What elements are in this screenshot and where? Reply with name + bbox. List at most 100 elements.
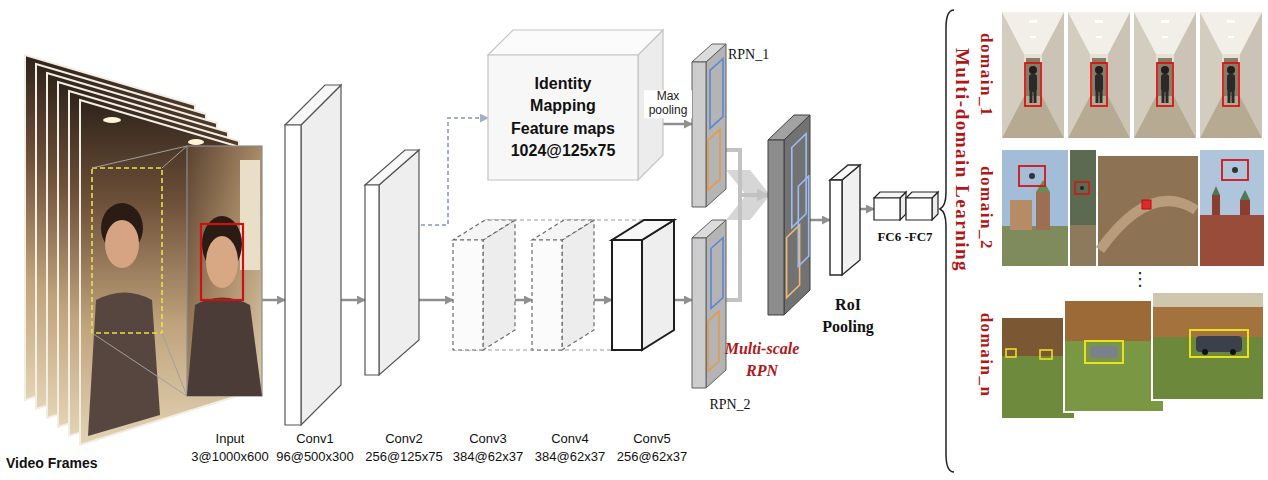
domain-photo-strip: [1068, 12, 1130, 138]
node-text: domain_n: [976, 313, 996, 398]
rpn-map-shape: [692, 238, 706, 388]
video-frame-stack: [188, 139, 204, 145]
domain-photo-strip: [1200, 215, 1264, 266]
layer-caption: Multi-scale RPN: [716, 338, 808, 381]
domain-photo-strip: [1098, 156, 1198, 266]
domain-photo-strip: [1002, 292, 1264, 418]
input-frame-photo: [201, 224, 243, 300]
shape-face: [285, 85, 341, 125]
shape-face: [285, 125, 301, 425]
video-frame-stack: [105, 220, 139, 268]
node-text: 96@500x300: [276, 448, 354, 466]
shape-face: [562, 220, 594, 350]
conv-layer: Conv196@500x300: [285, 125, 301, 425]
shape-face: [692, 238, 706, 388]
node-text: RoI Pooling: [812, 294, 884, 337]
domain-photo-strip: [1202, 349, 1208, 355]
fc-layers-shape: [874, 198, 932, 220]
edge-label: Max pooling: [644, 90, 692, 118]
input-frame: Input3@1000x600: [187, 146, 262, 396]
layer-caption: RPN_2: [709, 396, 750, 415]
domain-photo-strip: [1240, 200, 1250, 215]
conv-layer-shape: [285, 125, 301, 425]
domain-photo-strip: [1212, 195, 1220, 215]
shape-face: [365, 150, 419, 185]
shape-face: [453, 240, 483, 350]
shape-face: [532, 220, 594, 240]
continuation-dots: ⋮: [1131, 268, 1149, 290]
input-frame-photo: [187, 146, 262, 396]
domain-label: domain_2: [976, 166, 996, 250]
input-frame-photo: [187, 146, 262, 396]
domain-photo-strip: [1070, 225, 1096, 266]
box-text: Identity Mapping Feature maps 1024@125x7…: [488, 55, 638, 180]
layer-caption: Conv196@500x300: [276, 430, 354, 465]
layer-caption: RPN_1: [728, 46, 769, 65]
shape-face: [379, 150, 419, 375]
curly-brace: [940, 10, 954, 472]
shape-face: [784, 115, 810, 315]
domain-photo-strip: [1090, 346, 1118, 358]
domain-photo-strip: [1222, 160, 1248, 180]
rpn-map: RPN_1: [692, 62, 706, 207]
conv-layer-shape: [453, 240, 483, 350]
layer-caption: FC6 -FC7: [877, 228, 932, 246]
node-text: RPN_2: [709, 396, 750, 415]
domain-photo-strip: [1010, 200, 1032, 230]
shape-face: [711, 238, 723, 309]
domain-label: domain_n: [976, 313, 996, 398]
node-text: Conv5: [617, 430, 687, 448]
curly-brace: [940, 10, 954, 472]
domain-examples: domain_n: [1002, 292, 1264, 418]
node-text: domain_2: [976, 166, 996, 250]
layer-caption: RoI Pooling: [812, 294, 884, 337]
shape-face: [692, 44, 726, 62]
domain-photo-strip: [1142, 200, 1151, 209]
conv-layer-shape: [532, 240, 562, 350]
node-text: Multi-scale RPN: [716, 338, 808, 381]
conv-layer: Conv4384@62x37: [532, 240, 562, 350]
domain-examples: domain_2: [1002, 150, 1264, 266]
conv-layer-shape: [365, 185, 379, 375]
video-frame-stack: [88, 293, 160, 437]
domain-photo-strip: [1029, 173, 1035, 179]
domain-photo-strip: [1036, 192, 1050, 230]
node-text: Conv1: [276, 430, 354, 448]
domain-photo-strip: [1230, 349, 1236, 355]
node-text: 384@62x37: [453, 448, 523, 466]
node-text: Identity Mapping Feature maps 1024@125x7…: [506, 73, 620, 163]
bracket-label: Multi-domain Learning: [951, 48, 974, 272]
node-text: domain_1: [976, 33, 996, 117]
domain-photo-strip: [1085, 341, 1123, 363]
node-text: RPN_1: [728, 46, 769, 65]
shape-face: [842, 165, 860, 275]
shape-face: [874, 192, 906, 198]
node-text: 3@1000x600: [191, 448, 269, 466]
domain-photo-strip: [1002, 150, 1068, 266]
shape-face: [365, 185, 379, 375]
video-frame-stack: [162, 146, 187, 168]
fc-layers: FC6 -FC7: [874, 198, 932, 220]
domain-photo-strip: [1153, 307, 1263, 337]
domain-photo-strip: [1200, 12, 1262, 138]
shape-face: [692, 62, 706, 207]
dashed-guide: [453, 220, 644, 350]
layer-caption: Conv3384@62x37: [453, 430, 523, 465]
node-text: 256@125x75: [365, 448, 443, 466]
conv-layer: Conv5256@62x37: [612, 240, 642, 350]
conv-layer: Conv3384@62x37: [453, 240, 483, 350]
video-frame-stack: [162, 333, 187, 396]
shape-face: [532, 240, 562, 350]
shape-face: [768, 140, 784, 315]
roi-pooling-layer-shape: [830, 180, 842, 275]
domain-photo-strip: [1002, 12, 1262, 138]
domain-photo-strip: [1075, 182, 1089, 194]
feature-map-box-shape: [488, 55, 638, 180]
node-text: Conv4: [535, 430, 605, 448]
domain-examples: domain_1: [1002, 12, 1264, 138]
shape-face: [612, 240, 642, 350]
domain-label: domain_1: [976, 33, 996, 117]
node-text: FC6 -FC7: [877, 228, 932, 246]
